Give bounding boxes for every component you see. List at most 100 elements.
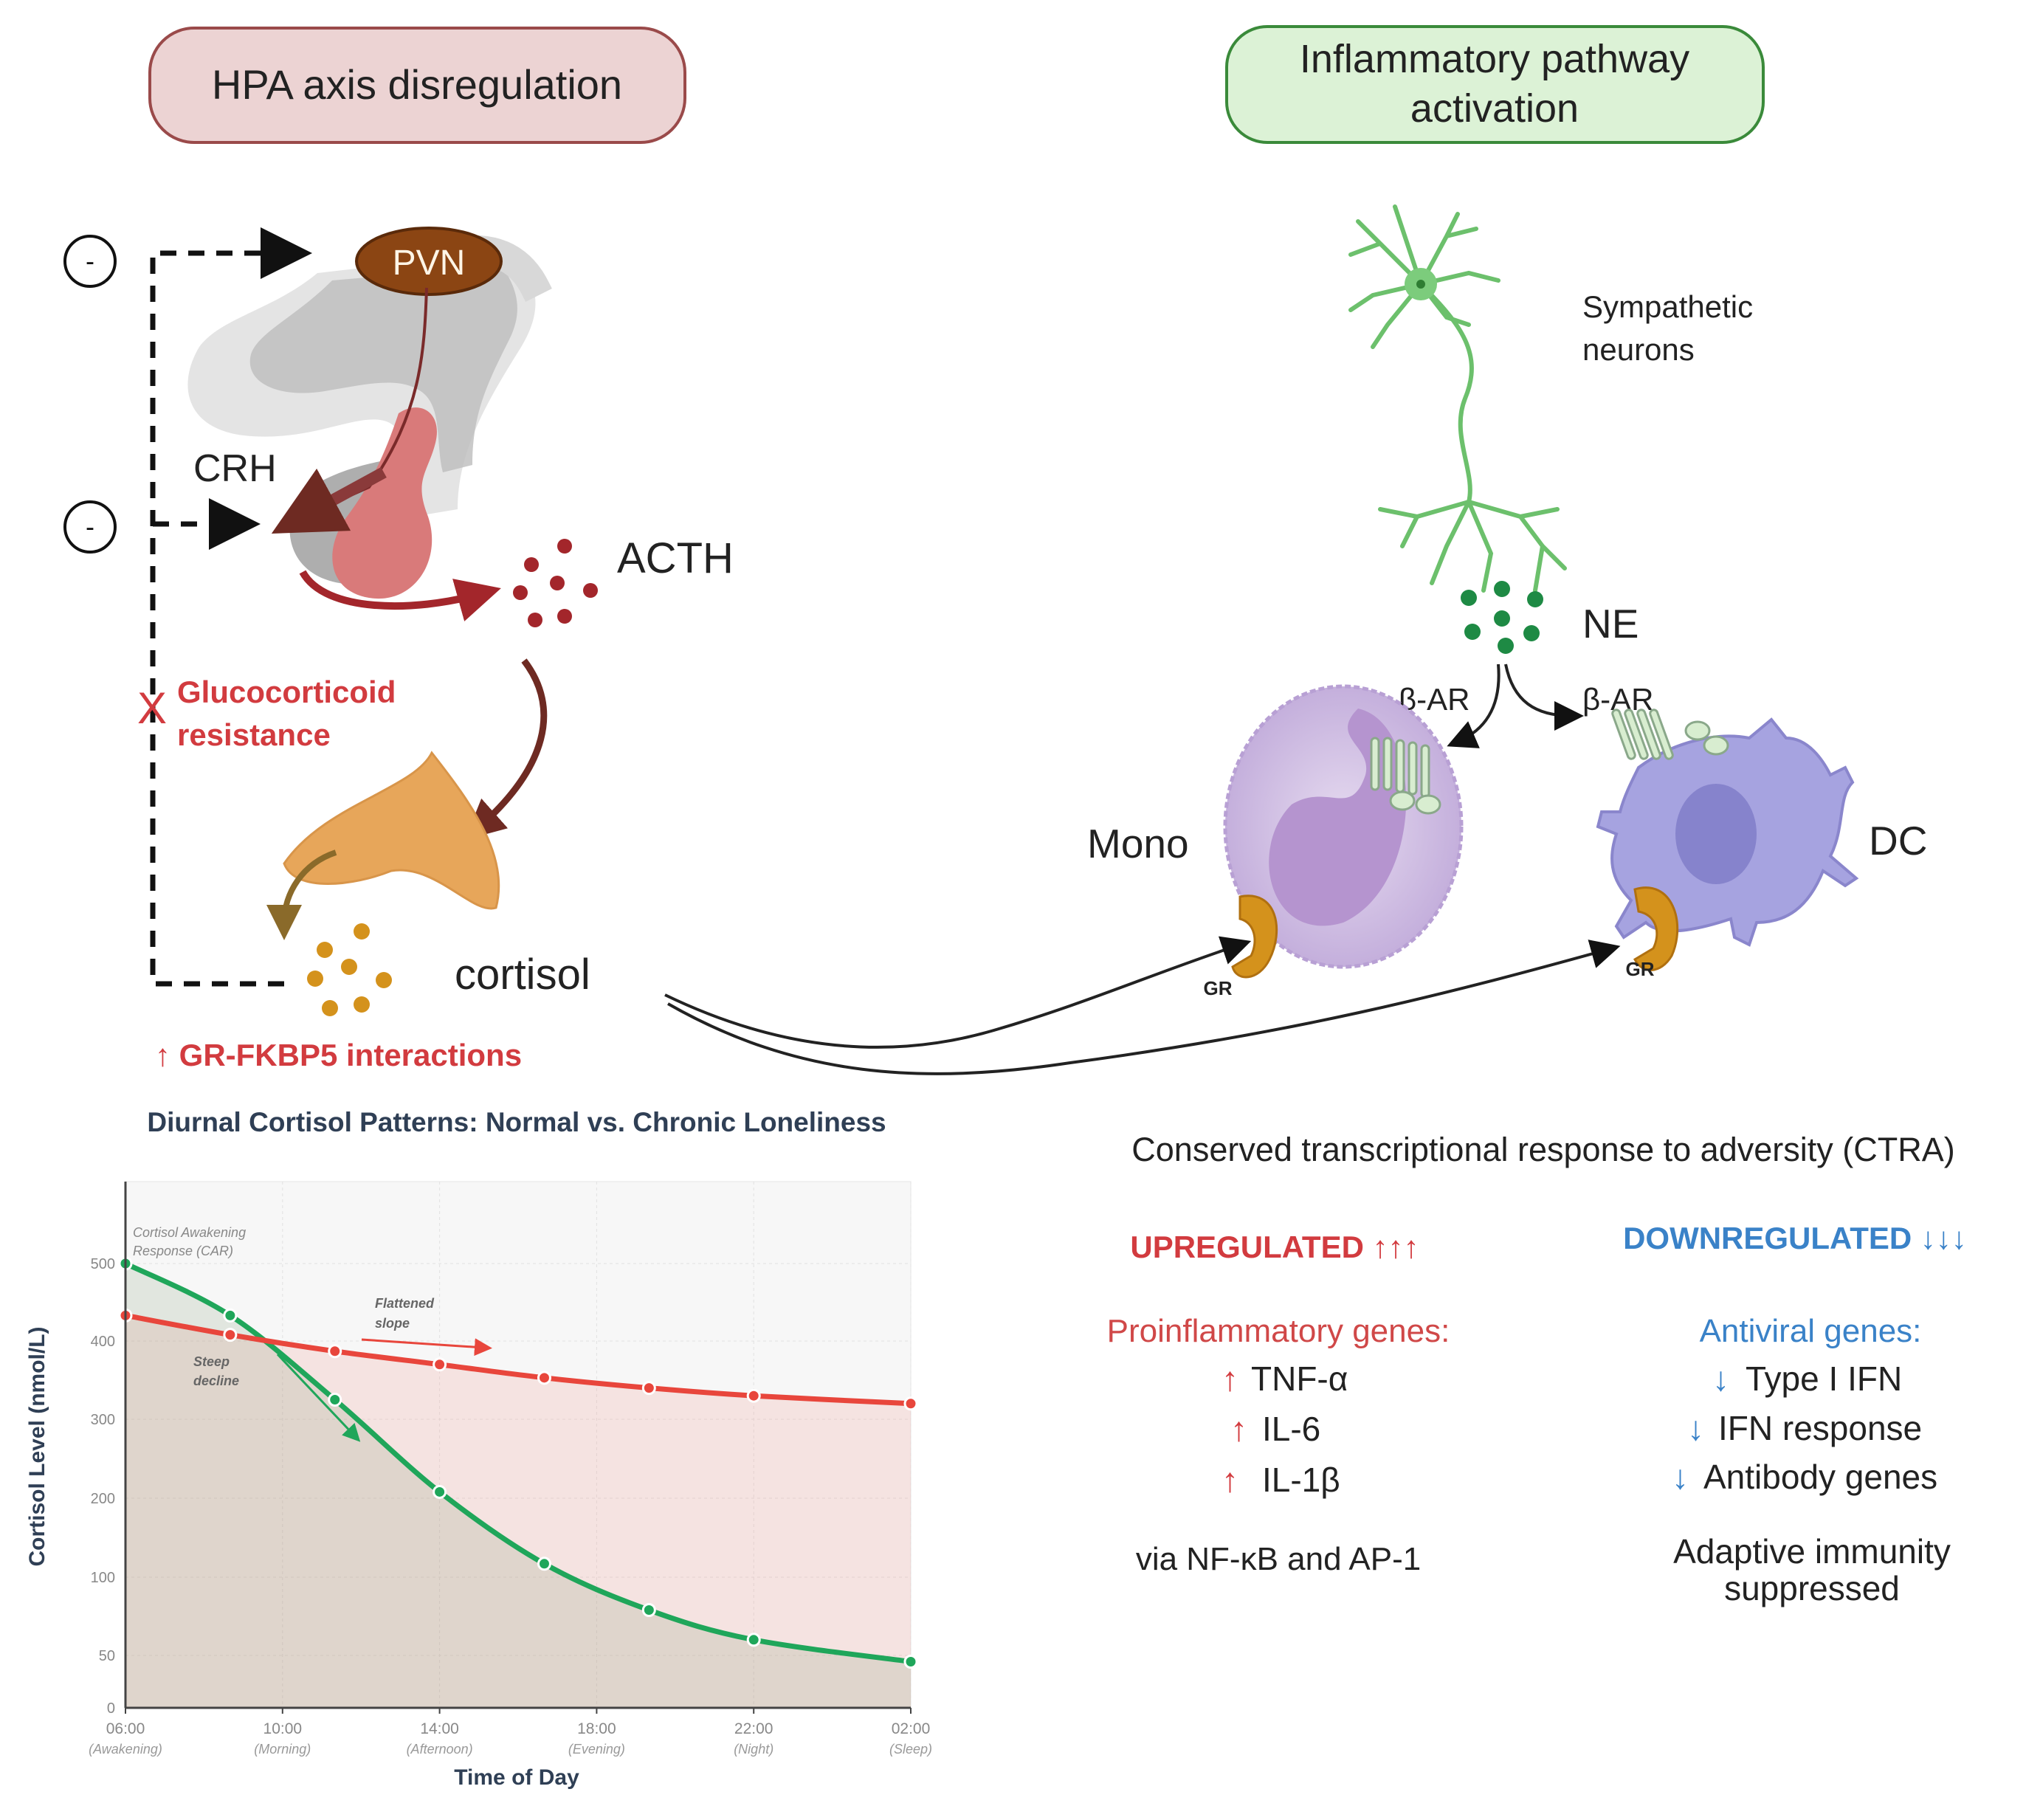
svg-text:Steep: Steep xyxy=(193,1354,230,1369)
gene-item: ↑IL-1β xyxy=(1222,1461,1340,1499)
plot-area xyxy=(125,1181,912,1709)
x-axis-label: Time of Day xyxy=(454,1765,579,1790)
negative-feedback-pituitary: - xyxy=(63,500,117,554)
cortisol-label: cortisol xyxy=(455,951,590,999)
y-tick-label: 500 xyxy=(91,1256,115,1272)
upregulated-heading: UPREGULATED ↑↑↑ xyxy=(1130,1230,1419,1264)
hypothalamus-illustration: PVN xyxy=(187,227,552,517)
gene-item: ↑ IL-6 xyxy=(1230,1410,1320,1448)
svg-text:Antibody genes: Antibody genes xyxy=(1703,1458,1937,1496)
data-point xyxy=(328,1393,342,1407)
adaptive-immunity-note-line1: Adaptive immunity xyxy=(1673,1532,1951,1571)
ne-to-receptor-arrows xyxy=(1447,663,1584,748)
data-point xyxy=(641,1381,656,1396)
minus-circle-icon xyxy=(63,235,117,288)
data-point xyxy=(746,1388,761,1403)
data-point xyxy=(903,1655,918,1669)
x-tick-label: 22:00 xyxy=(734,1720,773,1737)
nfkb-ap1-note: via NF-κB and AP-1 xyxy=(1136,1541,1421,1577)
y-tick-label: 50 xyxy=(99,1648,115,1664)
steep-decline-arrow xyxy=(276,1353,361,1442)
crh-label: CRH xyxy=(193,447,277,490)
x-tick-label: 18:00 xyxy=(577,1720,616,1737)
monocyte-cell-illustration xyxy=(1223,684,1464,969)
annotation-car: Cortisol Awakening Response (CAR) xyxy=(133,1225,246,1258)
acth-release-arrow xyxy=(299,570,501,621)
x-tick-label: 06:00 xyxy=(106,1720,145,1737)
svg-text:IL-6: IL-6 xyxy=(1262,1410,1320,1448)
hpa-title-box: HPA axis disregulation xyxy=(148,27,686,144)
x-tick-sublabel: (Afternoon) xyxy=(407,1742,473,1757)
up-arrow-icon: ↑ xyxy=(1230,1410,1247,1448)
sympathetic-neuron-illustration xyxy=(1348,204,1567,593)
down-arrow-icon: ↓ xyxy=(1712,1359,1729,1398)
svg-text:slope: slope xyxy=(375,1316,410,1331)
gene-item: ↓ Antibody genes xyxy=(1672,1458,1937,1496)
antiviral-heading: Antiviral genes: xyxy=(1700,1313,1922,1349)
ne-label: NE xyxy=(1582,601,1639,647)
svg-text:TNF-α: TNF-α xyxy=(1251,1359,1348,1398)
y-tick-label: 100 xyxy=(91,1570,115,1586)
series-area xyxy=(125,1264,911,1708)
cortisol-release-arrow xyxy=(266,849,337,940)
y-tick-label: 0 xyxy=(107,1700,115,1717)
pvn-label: PVN xyxy=(393,244,466,283)
x-tick-label: 02:00 xyxy=(892,1720,931,1737)
proinflammatory-heading: Proinflammatory genes: xyxy=(1107,1313,1450,1349)
cortisol-molecules xyxy=(307,923,392,1016)
cortisol-to-gr-arrows xyxy=(664,936,1621,1075)
svg-text:IL-1β: IL-1β xyxy=(1262,1461,1340,1499)
x-tick-label: 10:00 xyxy=(263,1720,303,1737)
data-point xyxy=(537,1371,551,1385)
x-tick-sublabel: (Evening) xyxy=(568,1742,625,1757)
svg-text:Flattened: Flattened xyxy=(375,1296,435,1311)
svg-text:Cortisol Awakening: Cortisol Awakening xyxy=(133,1225,246,1240)
svg-text:Type I IFN: Type I IFN xyxy=(1746,1359,1902,1398)
acth-molecules xyxy=(513,539,598,627)
blocked-x-icon: X xyxy=(137,683,167,733)
neuron-label-line1: Sympathetic xyxy=(1582,289,1753,324)
gr-receptor-icon xyxy=(1633,886,1679,971)
gr-label-dc: GR xyxy=(1626,958,1655,980)
mono-label: Mono xyxy=(1087,821,1189,866)
gene-item: ↑TNF-α xyxy=(1222,1359,1348,1398)
gr-receptor-icon xyxy=(1231,895,1278,979)
pvn-node xyxy=(355,227,503,296)
acth-label: ACTH xyxy=(617,534,734,582)
dc-label: DC xyxy=(1869,818,1927,864)
acth-to-adrenal-arrow xyxy=(464,658,548,840)
data-point xyxy=(746,1633,761,1647)
ne-molecules xyxy=(1461,581,1543,654)
data-point xyxy=(641,1603,656,1618)
series-area xyxy=(125,1315,911,1708)
svg-text:IFN response: IFN response xyxy=(1718,1409,1922,1447)
data-point xyxy=(537,1557,551,1571)
y-tick-label: 300 xyxy=(91,1412,115,1428)
x-tick-label: 14:00 xyxy=(420,1720,459,1737)
down-arrow-icon: ↓ xyxy=(1672,1458,1689,1496)
ctra-title: Conserved transcriptional response to ad… xyxy=(1131,1131,1954,1168)
y-axis-label: Cortisol Level (nmol/L) xyxy=(25,1326,49,1566)
svg-text:Glucocorticoid: Glucocorticoid xyxy=(177,675,396,709)
svg-text:Response (CAR): Response (CAR) xyxy=(133,1244,233,1258)
x-tick-sublabel: (Night) xyxy=(734,1742,773,1757)
x-tick-sublabel: (Sleep) xyxy=(889,1742,932,1757)
gene-item: ↓ Type I IFN xyxy=(1712,1359,1902,1398)
annotation-steep: Steep decline xyxy=(193,1354,239,1388)
gene-item: ↓ IFN response xyxy=(1687,1409,1922,1447)
y-tick-label: 400 xyxy=(91,1334,115,1350)
chart-title: Diurnal Cortisol Patterns: Normal vs. Ch… xyxy=(147,1107,886,1137)
down-arrow-icon: ↓ xyxy=(1687,1409,1704,1447)
glucocorticoid-resistance: X Glucocorticoid resistance xyxy=(137,675,396,752)
svg-text:-: - xyxy=(86,246,94,276)
feedback-dashed-loop xyxy=(150,227,312,987)
minus-circle-icon xyxy=(63,500,117,554)
neuron-label-line2: neurons xyxy=(1582,332,1695,367)
data-point xyxy=(433,1357,447,1372)
data-point xyxy=(223,1308,238,1323)
downregulated-column: DOWNREGULATED ↓↓↓ Antiviral genes: ↓Type… xyxy=(1623,1221,1967,1607)
gr-fkbp5-label: ↑ GR-FKBP5 interactions xyxy=(155,1038,522,1072)
y-tick-label: 200 xyxy=(91,1491,115,1507)
pituitary-illustration: CRH xyxy=(193,287,437,599)
